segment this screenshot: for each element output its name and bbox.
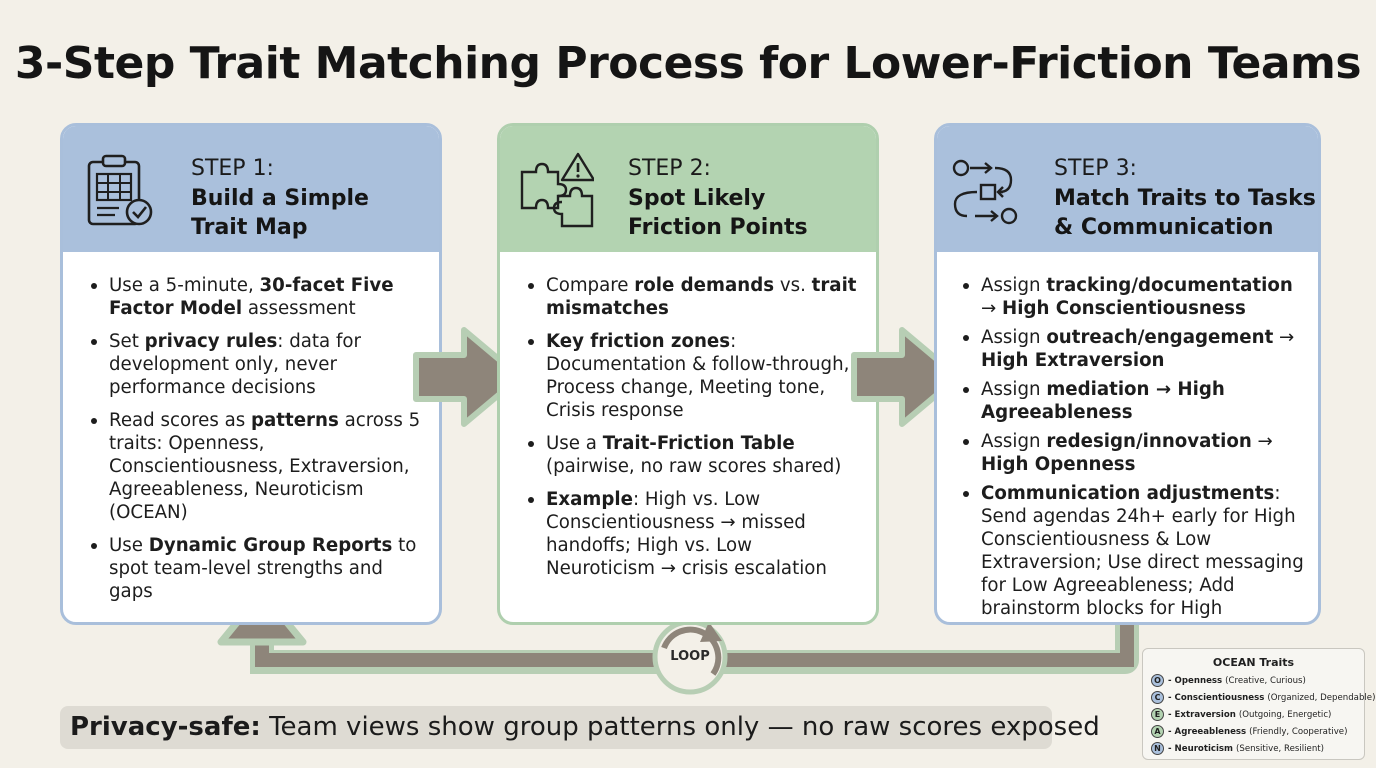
legend-item-openness: O - Openness (Creative, Curious) — [1151, 674, 1306, 687]
loop-label: LOOP — [670, 649, 710, 664]
page-title: 3-Step Trait Matching Process for Lower-… — [14, 38, 1362, 89]
legend-badge: O — [1151, 674, 1164, 687]
step-3-header: STEP 3: Match Traits to Tasks & Communic… — [937, 126, 1318, 254]
step-1-card: STEP 1: Build a Simple Trait Map Use a 5… — [60, 123, 442, 625]
privacy-banner-label: Privacy-safe: — [70, 712, 261, 742]
privacy-banner-text: Team views show group patterns only — no… — [260, 712, 1100, 742]
step-1-to-2-arrow — [413, 327, 523, 427]
legend-badge: A — [1151, 725, 1164, 738]
legend-badge: C — [1151, 691, 1164, 704]
step-2-header: STEP 2: Spot Likely Friction Points — [500, 126, 876, 254]
bullet-item: Assign mediation → High Agreeableness — [961, 378, 1308, 424]
legend-badge: E — [1151, 708, 1164, 721]
bullet-item: Example: High vs. Low Conscientiousness … — [526, 488, 858, 580]
step-3-title: Match Traits to Tasks & Communication — [1054, 186, 1316, 240]
bullet-item: Key friction zones: Documentation & foll… — [526, 330, 858, 422]
bullet-item: Compare role demands vs. trait mismatche… — [526, 274, 858, 320]
puzzle-warning-icon — [520, 152, 594, 228]
legend-title: OCEAN Traits — [1212, 656, 1295, 669]
step-3-card: STEP 3: Match Traits to Tasks & Communic… — [934, 123, 1321, 625]
loop-cycle-icon — [661, 626, 722, 676]
legend-item-agreeableness: A - Agreeableness (Friendly, Cooperative… — [1151, 725, 1347, 738]
ocean-legend: OCEAN Traits O - Openness (Creative, Cur… — [1142, 648, 1375, 760]
privacy-banner: Privacy-safe: Team views show group patt… — [60, 706, 1100, 749]
bullet-item: Read scores as patterns across 5 traits:… — [89, 409, 421, 524]
bullet-item: Use Dynamic Group Reports to spot team-l… — [89, 534, 421, 603]
step-3-label: STEP 3: — [1054, 156, 1137, 181]
bullet-item: Assign redesign/innovation → High Openne… — [961, 430, 1308, 476]
bullet-item: Assign tracking/documentation → High Con… — [961, 274, 1308, 320]
step-3-bullets: Assign tracking/documentation → High Con… — [937, 254, 1318, 622]
bullet-item: Set privacy rules: data for development … — [89, 330, 421, 399]
step-2-card: STEP 2: Spot Likely Friction Points Comp… — [497, 123, 879, 625]
bullet-item: Use a 5-minute, 30-facet Five Factor Mod… — [89, 274, 421, 320]
step-2-label: STEP 2: — [628, 156, 711, 181]
flow-shapes-icon — [952, 159, 1018, 225]
step-1-header: STEP 1: Build a Simple Trait Map — [63, 126, 439, 254]
step-2-title: Spot Likely Friction Points — [628, 186, 808, 240]
legend-item-extraversion: E - Extraversion (Outgoing, Energetic) — [1151, 708, 1331, 721]
step-1-title: Build a Simple Trait Map — [191, 186, 369, 240]
step-2-to-3-arrow — [851, 327, 961, 427]
step-1-label: STEP 1: — [191, 156, 274, 181]
bullet-item: Assign outreach/engagement → High Extrav… — [961, 326, 1308, 372]
legend-item-neuroticism: N - Neuroticism (Sensitive, Resilient) — [1151, 742, 1324, 755]
legend-item-conscientiousness: C - Conscientiousness (Organized, Depend… — [1151, 691, 1375, 704]
legend-badge: N — [1151, 742, 1164, 755]
bullet-item: Communication adjustments: Send agendas … — [961, 482, 1308, 622]
bullet-item: Use a Trait-Friction Table (pairwise, no… — [526, 432, 858, 478]
step-2-bullets: Compare role demands vs. trait mismatche… — [500, 254, 876, 580]
clipboard-grid-check-icon — [87, 154, 153, 226]
step-1-bullets: Use a 5-minute, 30-facet Five Factor Mod… — [63, 254, 439, 603]
